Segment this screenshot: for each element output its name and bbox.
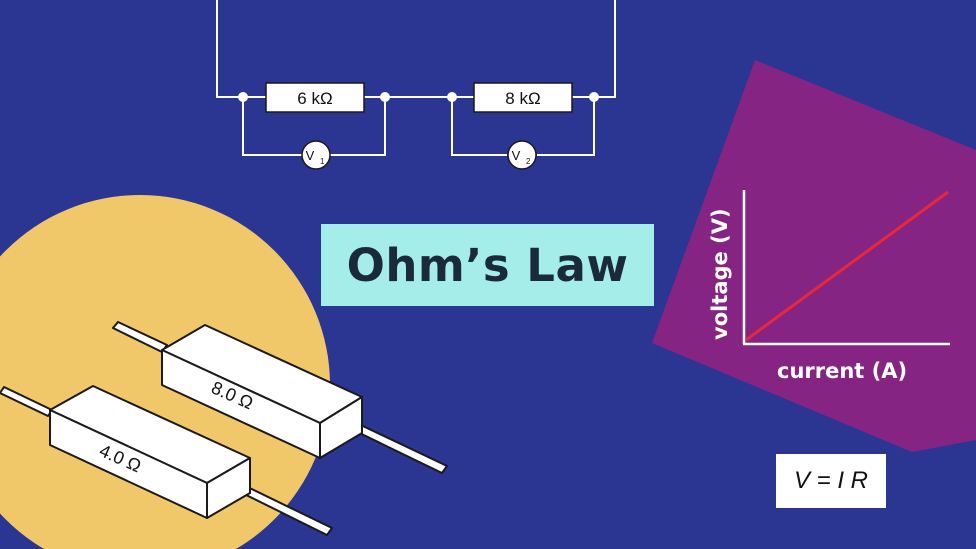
lead-wire bbox=[112, 321, 168, 353]
equation-text: V = I R bbox=[793, 467, 869, 494]
voltmeter1-loop bbox=[242, 97, 386, 156]
circuit-junctions bbox=[238, 92, 599, 102]
resistor-block-top bbox=[112, 321, 448, 474]
junction-dot bbox=[589, 92, 599, 102]
block-front-face bbox=[49, 409, 208, 519]
voltmeter2-subscript: 2 bbox=[526, 157, 531, 166]
voltmeter2-loop bbox=[451, 97, 595, 156]
page-title: Ohm’s Law bbox=[346, 238, 629, 292]
graph-panel bbox=[652, 60, 976, 452]
resistor2-label: 8 kΩ bbox=[505, 89, 540, 108]
circuit-wire-right bbox=[572, 0, 616, 98]
block-front-face bbox=[161, 349, 321, 459]
junction-dot bbox=[447, 92, 457, 102]
voltmeter2-icon bbox=[507, 140, 537, 170]
voltmeter1-icon bbox=[301, 140, 331, 170]
voltage-current-graph: voltage (V) current (A) bbox=[708, 190, 950, 383]
junction-dot bbox=[380, 92, 390, 102]
circuit-wire-left bbox=[216, 0, 266, 98]
voltmeter1-symbol: V bbox=[306, 148, 315, 163]
resistor-8k bbox=[473, 82, 573, 113]
resistor1-label: 6 kΩ bbox=[297, 89, 332, 108]
junction-dot bbox=[238, 92, 248, 102]
voltmeter2-symbol: V bbox=[512, 148, 521, 163]
circuit-diagram bbox=[216, 0, 616, 170]
graph-x-label: current (A) bbox=[777, 359, 907, 383]
graph-y-label: voltage (V) bbox=[708, 208, 732, 340]
equation-box: V = I R bbox=[776, 454, 886, 508]
graph-line bbox=[745, 190, 949, 342]
resistor-block-bottom bbox=[0, 385, 333, 536]
voltmeter1-subscript: 1 bbox=[320, 157, 325, 166]
title-banner: Ohm’s Law bbox=[321, 224, 654, 306]
resistor-6k bbox=[265, 82, 365, 113]
